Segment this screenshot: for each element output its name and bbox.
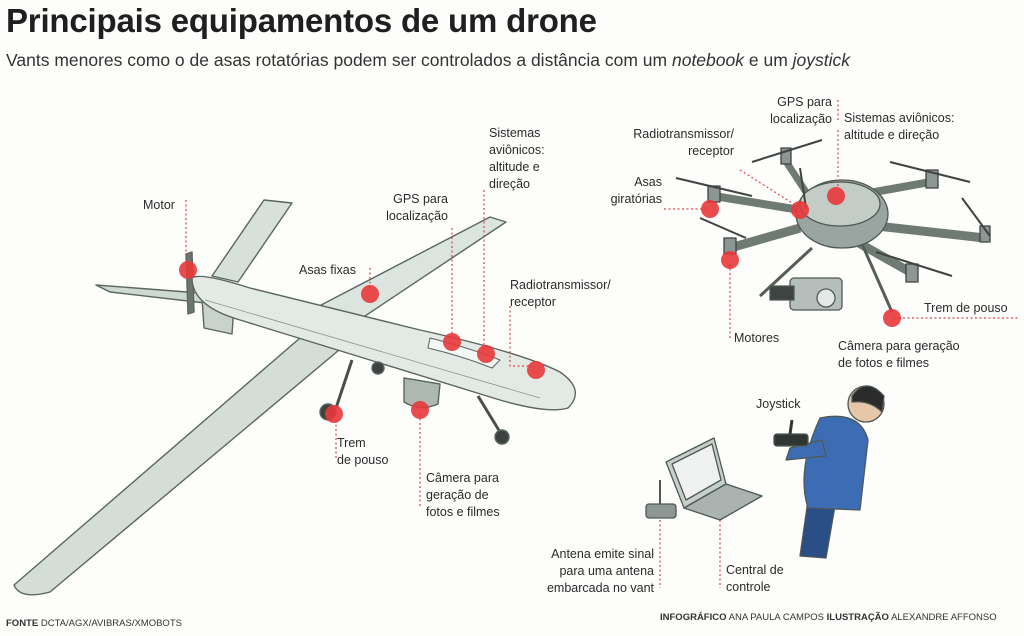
label-blades-rotary: Asas giratórias [610, 175, 662, 206]
footer-illustration-key: ILUSTRAÇÃO [826, 612, 889, 623]
fixed-wing-tail-fin-top [211, 199, 293, 283]
marker-fixed-avionics [477, 345, 495, 363]
label-motors-rotary: Motores [734, 331, 780, 345]
operator-torso [803, 415, 869, 511]
rotary-arm-5 [728, 223, 802, 253]
page-subtitle: Vants menores como o de asas rotatórias … [6, 50, 850, 71]
fixed-wing-mid-wheel [371, 361, 385, 375]
marker-fixed-gps [443, 333, 461, 351]
fixed-wing-fuselage [191, 275, 577, 411]
rotary-rotors [675, 139, 991, 283]
label-control-center: Central de controle [726, 563, 784, 594]
label-gear-rotary: Trem de pouso [924, 301, 1008, 315]
footer-info-key: INFOGRÁFICO [660, 612, 727, 623]
markers [179, 187, 901, 423]
label-avionics-fixed: Sistemas aviônicos: altitude e direção [489, 126, 545, 191]
rotary-leg-2 [860, 243, 894, 313]
fixed-wing-rear-strut [334, 359, 354, 409]
leader-lines [185, 100, 1018, 588]
ground-station [645, 385, 885, 559]
rotary-drone [675, 139, 991, 313]
ground-antenna-box [645, 503, 677, 519]
marker-fixed-gear [325, 405, 343, 423]
rotary-camera-lens [816, 288, 836, 308]
laptop-screen-inner [671, 443, 722, 501]
subtitle-text-2: e um [744, 50, 793, 70]
label-gear-fixed: Trem de pouso [337, 436, 389, 467]
label-radio-rotary: Radiotransmissor/ receptor [633, 127, 734, 158]
footer-source-key: FONTE [6, 618, 39, 629]
joystick-base [773, 433, 809, 447]
label-joystick: Joystick [756, 397, 801, 411]
footer-illustration-value: ALEXANDRE AFFONSO [891, 612, 997, 623]
rotary-leg-1 [758, 246, 814, 298]
page-title: Principais equipamentos de um drone [6, 2, 597, 39]
marker-fixed-wing [361, 285, 379, 303]
fixed-wing-fuselage-line [204, 299, 541, 399]
subtitle-em-notebook: notebook [671, 50, 744, 70]
fixed-wing-front-strut [476, 395, 502, 433]
footer-source: FONTE DCTA/AGX/AVIBRAS/XMOBOTS [6, 618, 182, 629]
marker-rotary-motors [721, 251, 739, 269]
footer-credits: INFOGRÁFICO ANA PAULA CAMPOS ILUSTRAÇÃO … [660, 612, 997, 623]
marker-fixed-camera [411, 401, 429, 419]
label-gps-fixed: GPS para localização [386, 192, 448, 223]
label-asas-fixas: Asas fixas [299, 263, 356, 277]
label-radio-fixed: Radiotransmissor/ receptor [510, 278, 611, 309]
subtitle-text-1: Vants menores como o de asas rotatórias … [6, 50, 672, 70]
operator-hair [851, 385, 885, 413]
fixed-wing-left-wing [13, 337, 346, 596]
subtitle-em-joystick: joystick [792, 50, 851, 70]
label-camera-rotary: Câmera para geração de fotos e filmes [838, 339, 960, 370]
marker-fixed-radio [527, 361, 545, 379]
rotary-antenna [799, 167, 807, 209]
laptop-base [683, 483, 763, 521]
fixed-wing-drone [13, 199, 577, 596]
marker-rotary-radio [791, 201, 809, 219]
footer-info-value: ANA PAULA CAMPOS [728, 612, 825, 623]
marker-rotary-blades [701, 200, 719, 218]
label-camera-fixed: Câmera para geração de fotos e filmes [426, 471, 500, 519]
marker-fixed-motor [179, 261, 197, 279]
rotary-camera-gimbal [769, 285, 795, 301]
label-antenna: Antena emite sinal para uma antena embar… [546, 547, 654, 595]
label-avionics-rotary: Sistemas aviônicos: altitude e direção [844, 111, 955, 142]
fixed-wing-front-wheel [494, 429, 510, 445]
marker-rotary-gear [883, 309, 901, 327]
label-motor: Motor [143, 198, 175, 212]
rotary-arm-4 [713, 192, 801, 214]
joystick-stick [788, 419, 794, 435]
marker-rotary-gps [827, 187, 845, 205]
label-gps-rotary: GPS para localização [770, 95, 832, 126]
footer-source-value: DCTA/AGX/AVIBRAS/XMOBOTS [40, 618, 182, 629]
